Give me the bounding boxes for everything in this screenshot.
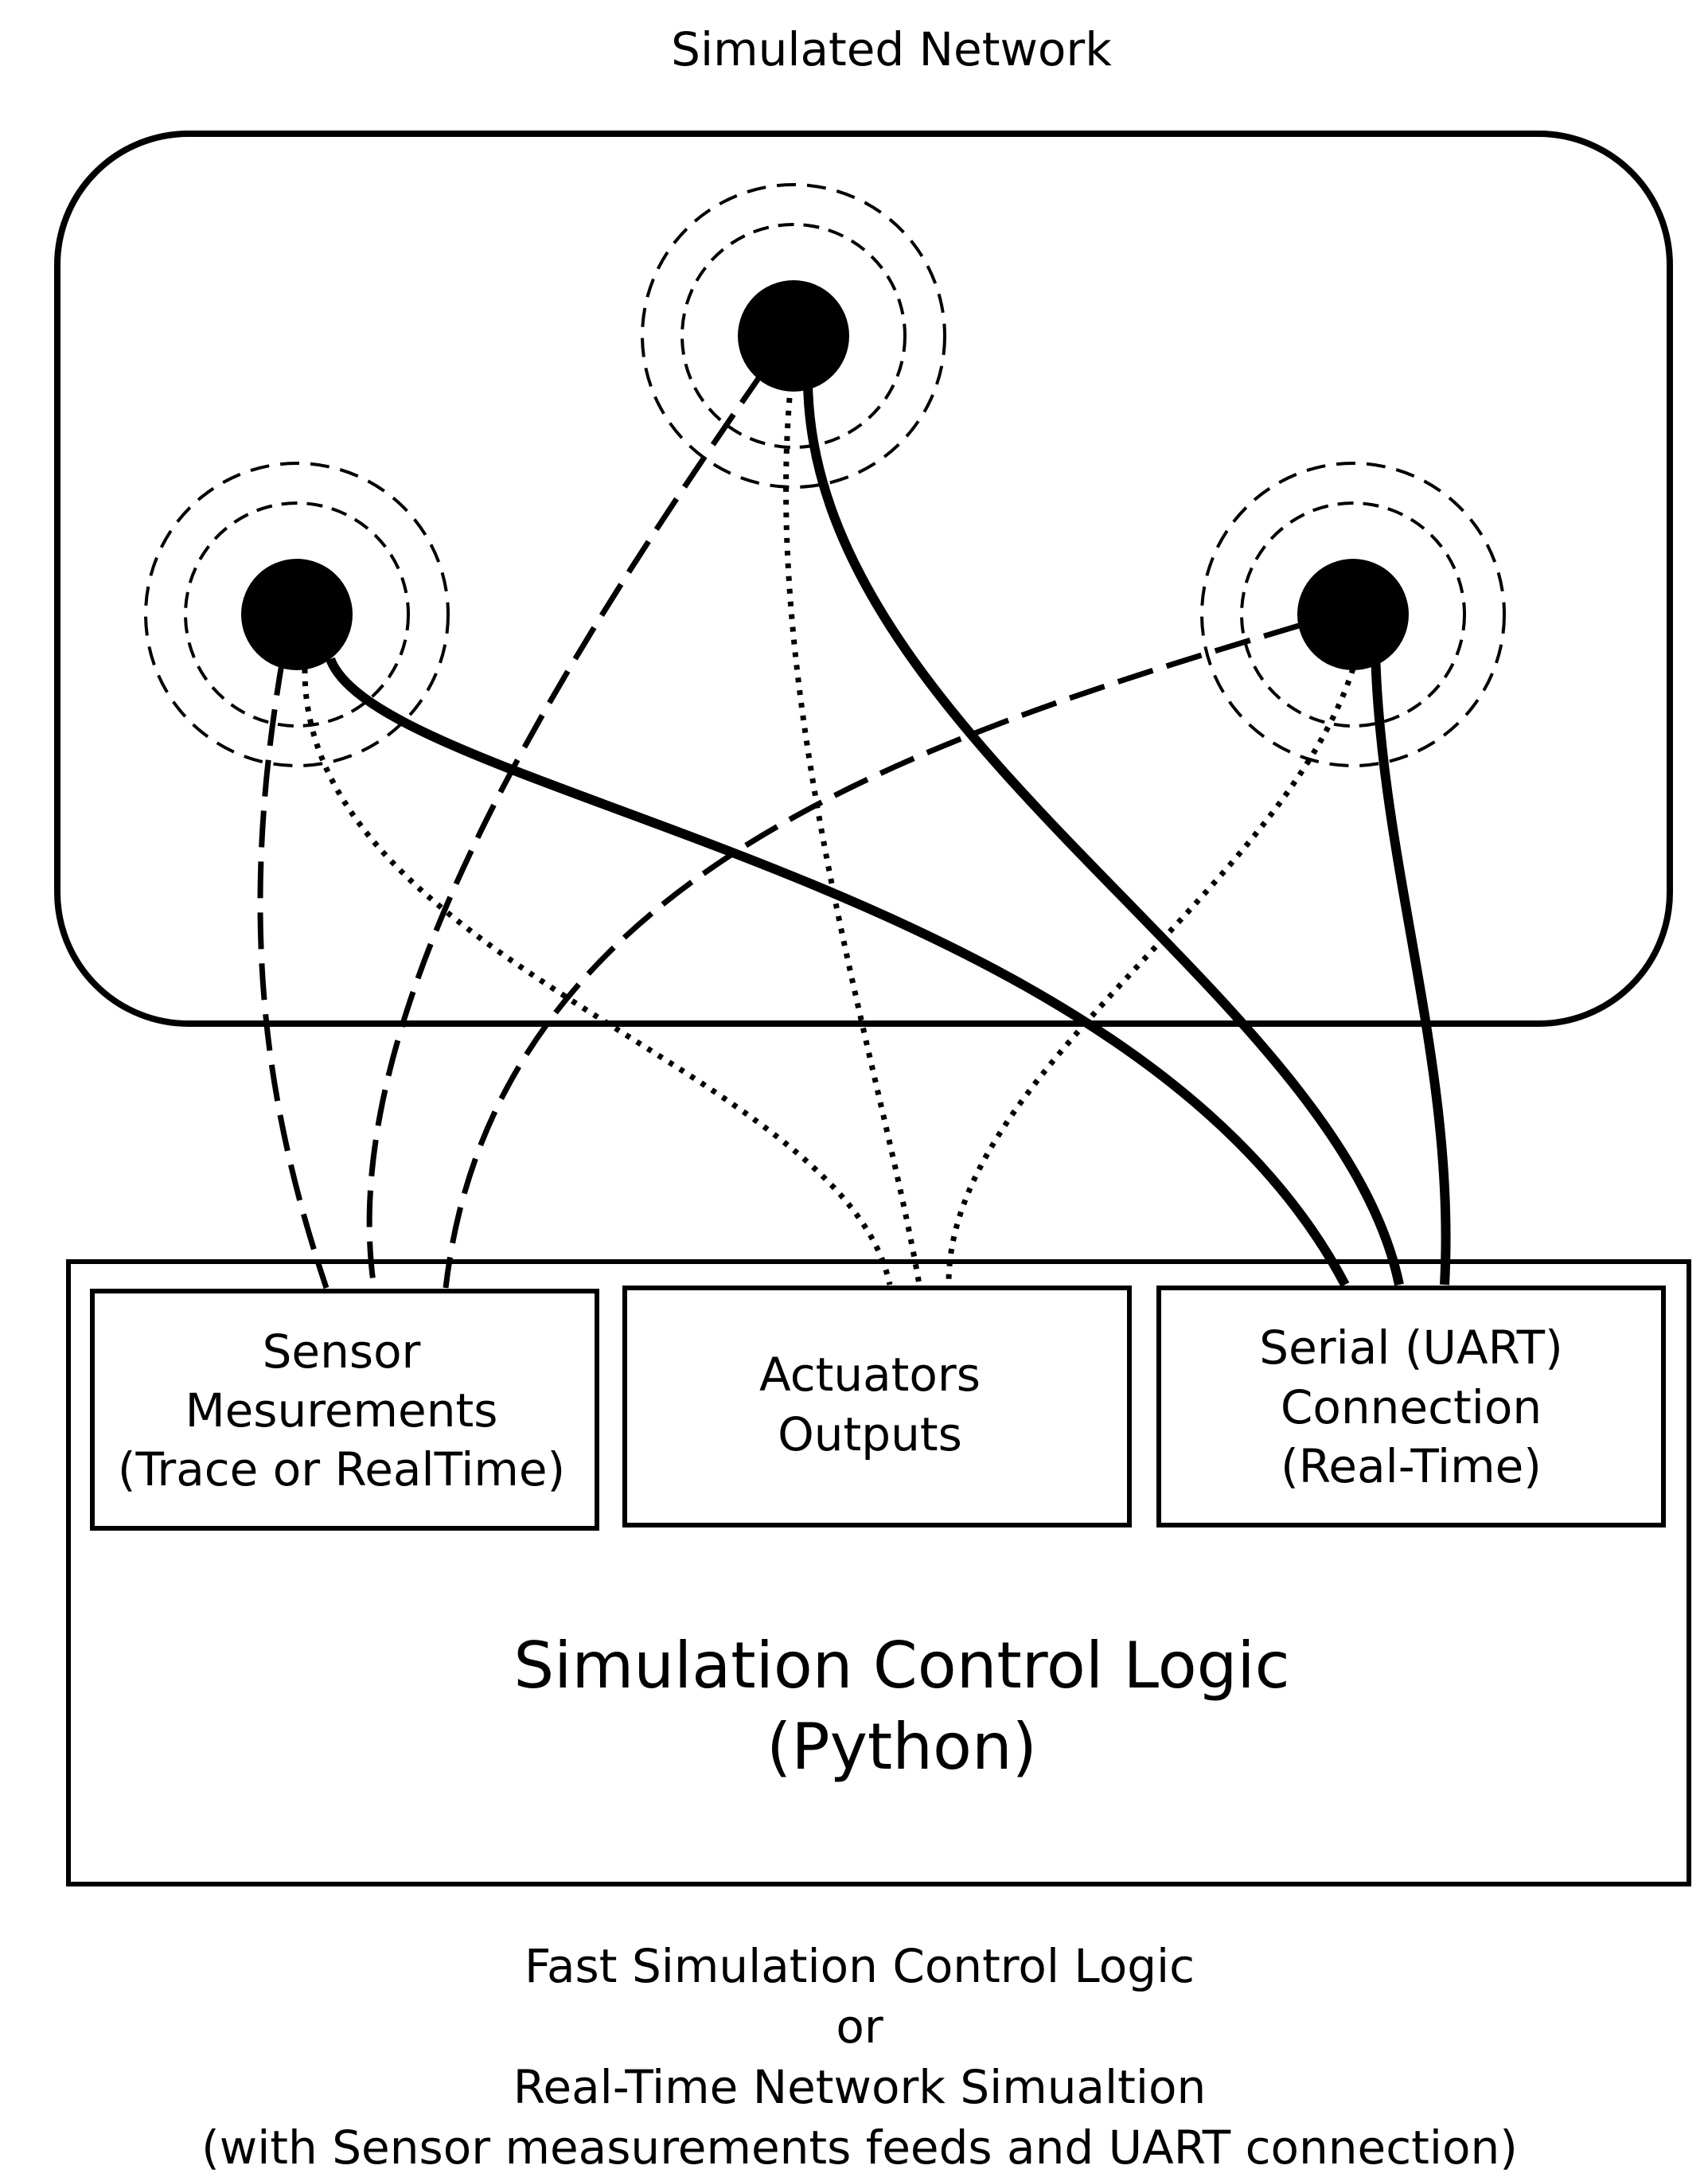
control-logic-subtitle: (Python) — [766, 1710, 1037, 1784]
sensor-link-left-node — [257, 658, 330, 1289]
serial-label-line2: Connection — [1281, 1380, 1542, 1434]
node-top-inner-ring — [680, 223, 907, 449]
node-right-outer-ring — [1200, 462, 1506, 767]
sensor-label-line1: Sensor — [263, 1325, 421, 1379]
sensor-interface-box — [90, 1289, 599, 1531]
serial-label-line1: Serial (UART) — [1259, 1321, 1562, 1375]
actuators-label-line2: Outputs — [778, 1407, 962, 1461]
control-logic-title: Simulation Control Logic — [513, 1629, 1289, 1703]
serial-link-right-node — [1371, 650, 1451, 1286]
node-left — [241, 559, 353, 670]
serial-interface-box — [1156, 1286, 1666, 1527]
sensor-label-line2: Mesurements — [185, 1383, 498, 1438]
actuator-link-top-node — [783, 397, 922, 1286]
network-title: Simulated Network — [671, 22, 1112, 76]
caption-line4: (with Sensor measurements feeds and UART… — [201, 2121, 1518, 2175]
caption-line2: or — [836, 2000, 883, 2054]
simulated-network-box — [54, 131, 1673, 1027]
sensor-link-right-node — [443, 622, 1300, 1289]
sensor-link-top-node — [366, 371, 765, 1289]
caption-line1: Fast Simulation Control Logic — [524, 1939, 1195, 1993]
node-left-inner-ring — [184, 501, 410, 728]
serial-link-left-node — [326, 657, 1350, 1287]
serial-link-top-node — [802, 373, 1404, 1286]
node-right — [1297, 559, 1409, 670]
serial-label-line3: (Real-Time) — [1281, 1439, 1542, 1493]
node-range-rings — [144, 183, 1506, 767]
control-logic-box — [66, 1259, 1691, 1886]
sensor-label-line3: (Trace or RealTime) — [118, 1442, 565, 1496]
node-top — [738, 280, 849, 392]
actuator-link-left-node — [302, 668, 893, 1286]
connections — [257, 371, 1451, 1289]
actuators-label-line1: Actuators — [759, 1348, 981, 1402]
node-right-inner-ring — [1240, 501, 1466, 728]
node-left-outer-ring — [144, 462, 450, 767]
actuators-interface-box — [622, 1286, 1132, 1527]
node-top-outer-ring — [641, 183, 946, 489]
caption-line3: Real-Time Network Simualtion — [513, 2060, 1207, 2114]
network-nodes — [241, 280, 1409, 670]
actuator-link-right-node — [946, 667, 1356, 1286]
